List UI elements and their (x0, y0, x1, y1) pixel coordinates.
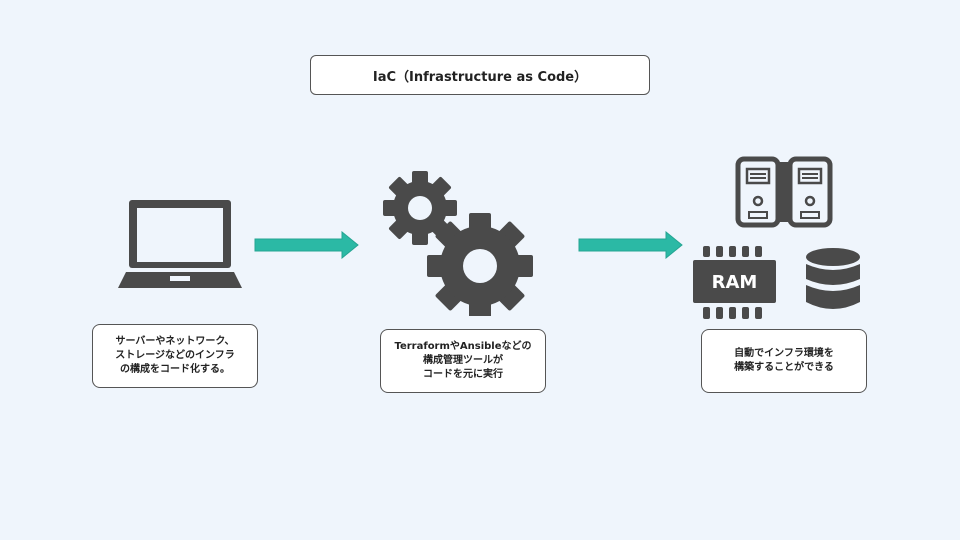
box-line: ストレージなどのインフラ (115, 350, 235, 361)
box-line: 構築することができる (734, 362, 834, 373)
database-icon (806, 248, 860, 309)
box-line: TerraformやAnsibleなどの (394, 341, 532, 352)
ram-label: RAM (712, 272, 758, 293)
ram-chip-icon: RAM (693, 246, 776, 319)
box-line: 自動でインフラ環境を (734, 348, 834, 359)
diagram-title: IaC（Infrastructure as Code） (310, 55, 650, 95)
box-line: 構成管理ツールが (423, 355, 503, 366)
server-tower-icon (735, 156, 833, 228)
infra-description-box: 自動でインフラ環境を 構築することができる (701, 329, 867, 393)
arrow-right-1 (254, 231, 359, 259)
box-line: サーバーやネットワーク、 (115, 336, 235, 347)
gears-description-box: TerraformやAnsibleなどの 構成管理ツールが コードを元に実行 (380, 329, 546, 393)
box-line: の構成をコード化する。 (120, 364, 230, 375)
arrow-right-2 (578, 231, 683, 259)
box-line: コードを元に実行 (423, 369, 503, 380)
gears-icon (383, 171, 533, 316)
laptop-description-box: サーバーやネットワーク、 ストレージなどのインフラ の構成をコード化する。 (92, 324, 258, 388)
laptop-icon (118, 200, 242, 288)
